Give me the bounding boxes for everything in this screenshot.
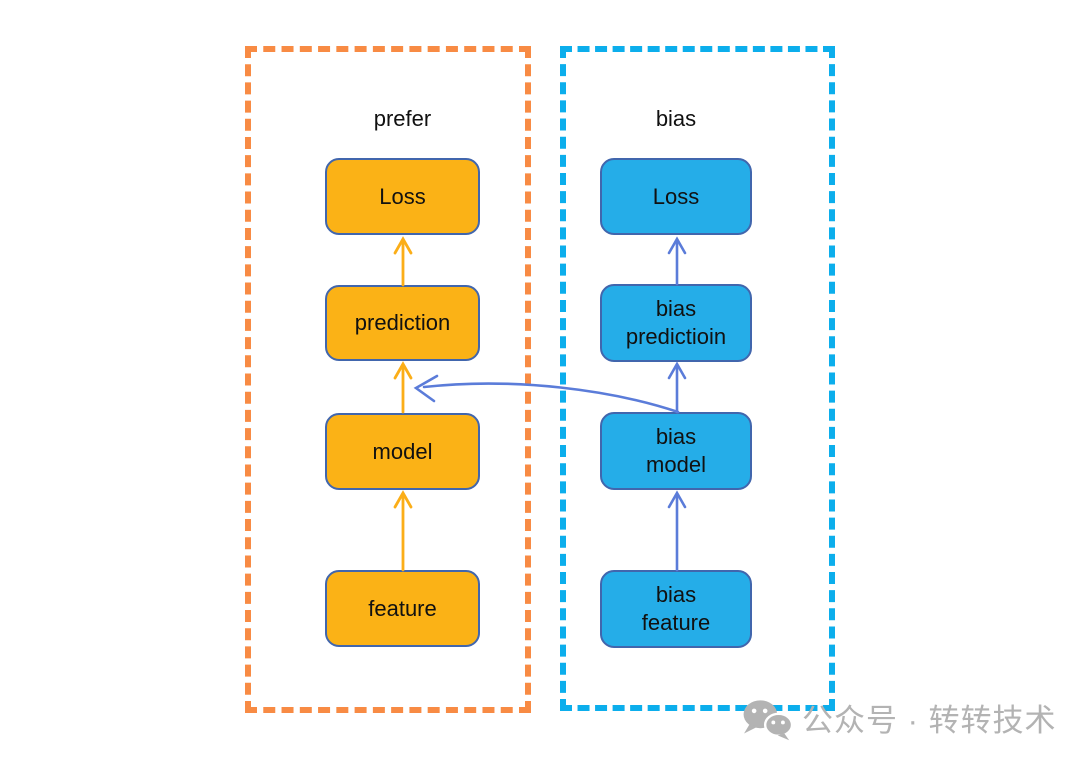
node-label: feature — [368, 595, 437, 621]
node-label: prediction — [354, 310, 451, 336]
prefer-group-title: prefer — [373, 106, 432, 131]
node-label: Loss — [652, 183, 700, 209]
watermark: 公众号 · 转转技术 — [740, 694, 1057, 748]
node-prefer-prediction: prediction — [325, 285, 480, 361]
node-label: bias model — [646, 424, 706, 477]
node-prefer-loss: Loss — [325, 158, 480, 235]
node-bias-model: bias model — [600, 412, 752, 490]
bias-group-frame — [560, 46, 835, 711]
prefer-group-frame — [245, 46, 531, 713]
node-label: model — [372, 438, 433, 464]
node-label: bias predictioin — [625, 296, 727, 349]
node-prefer-model: model — [325, 413, 480, 490]
node-bias-loss: Loss — [600, 158, 752, 235]
watermark-text: 公众号 · 转转技术 — [802, 703, 1057, 738]
node-label: Loss — [379, 183, 426, 209]
bias-group-title: bias — [655, 106, 697, 131]
node-label: bias feature — [641, 582, 711, 635]
node-prefer-feature: feature — [325, 570, 480, 647]
node-bias-predictioin: bias predictioin — [600, 284, 752, 362]
wechat-icon — [743, 700, 794, 741]
node-bias-feature: bias feature — [600, 570, 752, 648]
